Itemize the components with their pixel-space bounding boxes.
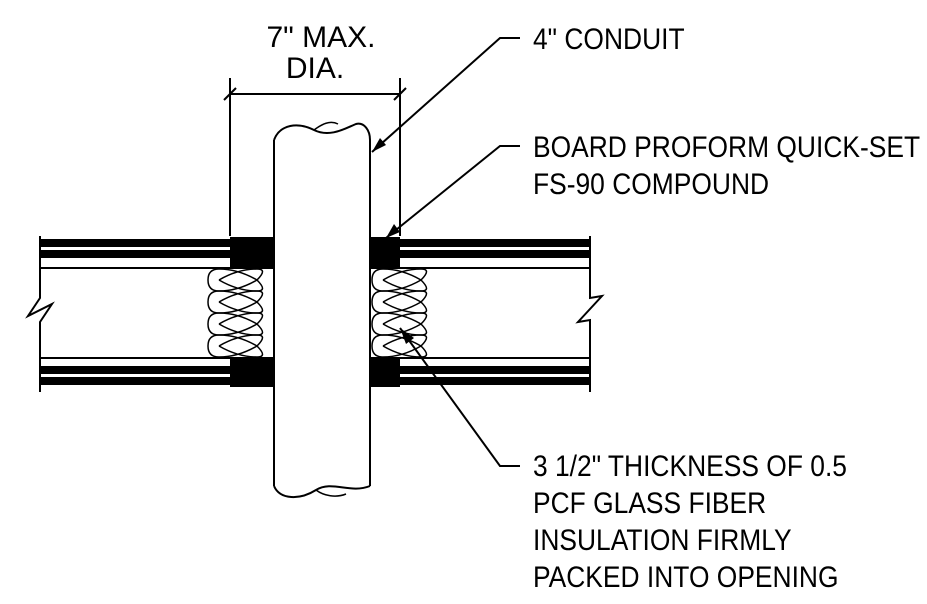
- callout-insulation: 3 1/2" THICKNESS OF 0.5 PCF GLASS FIBER …: [533, 448, 847, 593]
- callout-insulation-line-4: PACKED INTO OPENING: [533, 559, 839, 593]
- sealant-bottom-right: [370, 357, 400, 387]
- conduit-pipe: [273, 121, 371, 498]
- callout-insulation-line-1: 3 1/2" THICKNESS OF 0.5: [533, 448, 847, 482]
- callout-conduit: 4" CONDUIT: [533, 21, 685, 55]
- callout-insulation-line-3: INSULATION FIRMLY: [533, 522, 792, 556]
- insulation-right: [371, 268, 428, 358]
- callout-compound-line-1: BOARD PROFORM QUICK-SET: [533, 129, 920, 163]
- firestop-compound: [230, 237, 400, 387]
- bottom-board-left: [40, 357, 230, 385]
- sealant-top-right: [370, 237, 400, 269]
- leader-conduit: [371, 37, 520, 153]
- dimension-line-2: DIA.: [286, 52, 344, 85]
- sealant-bottom-left: [230, 357, 274, 387]
- break-line-left: [25, 236, 55, 392]
- break-line-right: [575, 236, 605, 392]
- top-board-left: [40, 239, 230, 269]
- leader-compound: [385, 145, 520, 239]
- sealant-top-left: [230, 237, 274, 269]
- callout-compound: BOARD PROFORM QUICK-SET FS-90 COMPOUND: [533, 129, 920, 200]
- callout-conduit-line-1: 4" CONDUIT: [533, 21, 685, 55]
- bottom-board-right: [400, 357, 590, 385]
- wall-assembly: [25, 236, 605, 392]
- callout-compound-line-2: FS-90 COMPOUND: [533, 166, 769, 200]
- leader-insulation: [399, 327, 520, 467]
- insulation-left: [207, 268, 264, 358]
- dimension-line-1: 7" MAX.: [266, 21, 375, 54]
- dimension-max-diameter: 7" MAX. DIA.: [223, 21, 407, 236]
- callout-insulation-line-2: PCF GLASS FIBER: [533, 485, 766, 519]
- top-board-right: [400, 239, 590, 269]
